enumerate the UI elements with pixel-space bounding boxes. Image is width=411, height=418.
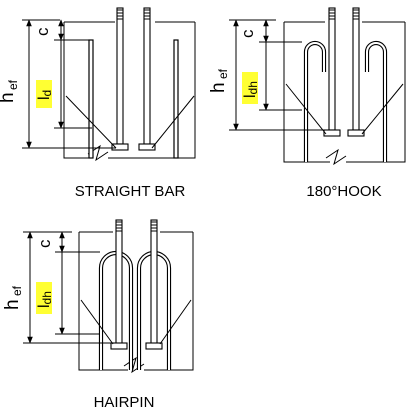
panel-hairpin — [23, 219, 194, 374]
breakout-cone — [80, 299, 192, 345]
anchor-plate-2 — [138, 143, 156, 151]
labels-hairpin: h ef c ldh HAIRPIN — [2, 239, 154, 411]
label-l: l — [36, 96, 53, 100]
svg-text:ef: ef — [6, 79, 20, 90]
breakout-cone — [285, 83, 404, 135]
highlight-ldh — [242, 72, 258, 104]
svg-text:ldh: ldh — [242, 81, 260, 98]
label-dh: dh — [40, 291, 54, 304]
svg-text:h: h — [0, 92, 18, 103]
labels-180-hook: h ef c ldh 180°HOOK — [208, 29, 382, 200]
label-ef: ef — [6, 79, 20, 90]
labels-straight-bar: h ef c ld STRAIGHT BAR — [0, 27, 185, 200]
breakout-cone — [65, 95, 195, 149]
hook-rebar-right — [364, 40, 388, 162]
label-c: c — [33, 27, 52, 36]
caption-hairpin: HAIRPIN — [94, 394, 155, 411]
hook-rebar-left — [303, 40, 327, 162]
label-l: l — [242, 94, 259, 98]
highlight-ldh — [36, 282, 52, 314]
anchor-bolt-2 — [143, 7, 151, 145]
rebar-right — [173, 39, 179, 159]
label-d: d — [40, 90, 54, 97]
label-h: h — [2, 299, 23, 310]
caption-straight-bar: STRAIGHT BAR — [75, 183, 186, 200]
label-ef: ef — [10, 285, 24, 296]
svg-text:h: h — [208, 82, 229, 93]
label-h: h — [208, 82, 229, 93]
panel-straight-bar — [22, 7, 196, 162]
caption-180-hook: 180°HOOK — [306, 183, 381, 200]
break-mark — [87, 144, 109, 162]
svg-text:ef: ef — [216, 68, 230, 79]
label-dh: dh — [246, 81, 260, 94]
concrete-outline-right — [108, 22, 196, 159]
label-h: h — [0, 92, 18, 103]
panel-180-hook — [229, 7, 406, 166]
svg-text:ef: ef — [10, 285, 24, 296]
anchor-bolt-1 — [116, 7, 124, 145]
svg-text:ldh: ldh — [36, 291, 54, 308]
rebar-left — [88, 39, 94, 159]
break-mark — [325, 148, 347, 166]
svg-text:h: h — [2, 299, 23, 310]
label-c: c — [35, 239, 54, 248]
svg-text:ld: ld — [36, 90, 54, 100]
anchor-plate-1 — [111, 143, 129, 151]
label-l: l — [36, 304, 53, 308]
label-c: c — [238, 29, 257, 38]
highlight-ld — [36, 80, 52, 108]
label-ef: ef — [216, 68, 230, 79]
concrete-outline — [63, 22, 92, 159]
